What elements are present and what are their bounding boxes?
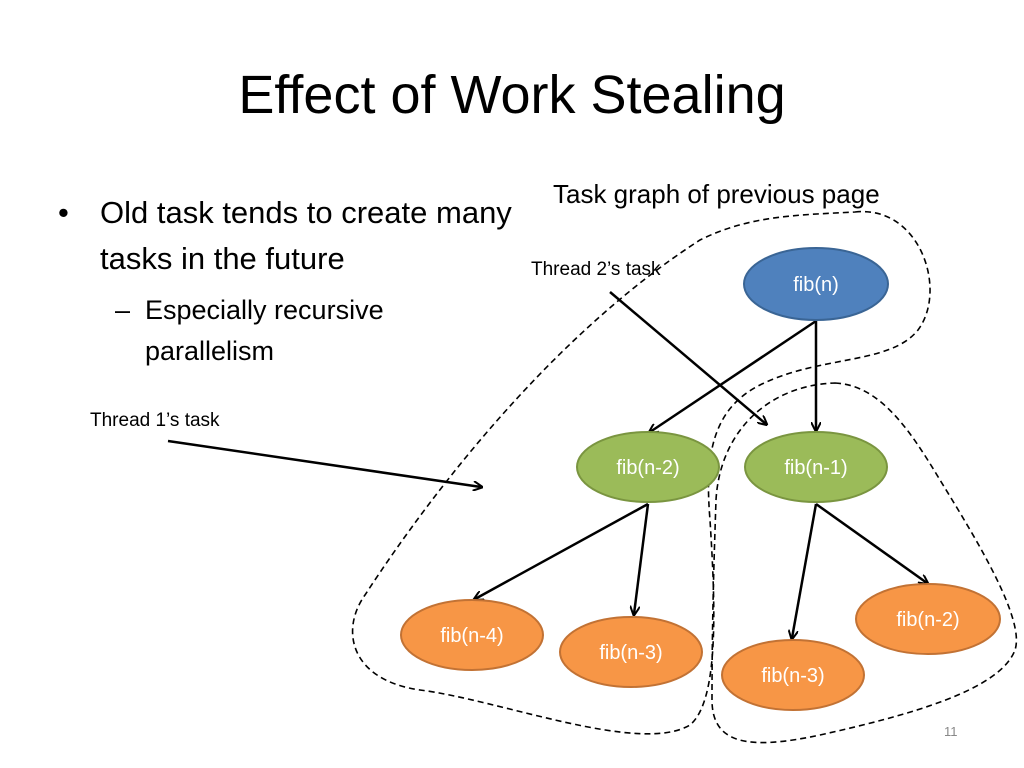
edge-fib-n-1-to-fib-n-3 [792, 503, 818, 638]
node-fib-n-3-right-shape [721, 639, 865, 711]
node-fib-n-2-label: fib(n-2) [616, 457, 679, 479]
node-fib-n-2-right-shape [855, 583, 1001, 655]
node-fib-n-label: fib(n) [793, 274, 839, 296]
thread1-region [351, 210, 931, 735]
task-graph-title: Task graph of previous page [553, 179, 880, 209]
node-fib-n-2-right-label: fib(n-2) [896, 609, 959, 631]
sub-bullet-text: Especially recursive parallelism [145, 295, 384, 366]
edge-fib-n-1-to-fib-n-2 [815, 502, 927, 583]
node-fib-n-3-left: fib(n-3) [559, 616, 703, 688]
page-number: 11 [944, 724, 958, 739]
node-fib-n-2-shape [576, 431, 720, 503]
sub-bullet-marker: – [115, 295, 131, 325]
edge-fib-n-2-to-fib-n-4 [475, 502, 649, 599]
node-fib-n-shape [743, 247, 889, 321]
node-fib-n-2-right: fib(n-2) [855, 583, 1001, 655]
thread2-label: Thread 2’s task [531, 259, 661, 280]
thread1-label: Thread 1’s task [90, 410, 220, 431]
slide-title: Effect of Work Stealing [238, 65, 786, 125]
node-fib-n-1-shape [744, 431, 888, 503]
node-fib-n-2: fib(n-2) [576, 431, 720, 503]
node-fib-n: fib(n) [743, 247, 889, 321]
main-bullet-text: Old task tends to create many tasks in t… [100, 195, 512, 276]
node-fib-n-1-label: fib(n-1) [784, 457, 847, 479]
node-fib-n-4-shape [400, 599, 544, 671]
sub-bullet: – Especially recursive parallelism [115, 290, 475, 372]
thread2-region [711, 382, 1018, 744]
node-fib-n-3-right: fib(n-3) [721, 639, 865, 711]
node-fib-n-3-left-shape [559, 616, 703, 688]
node-fib-n-4-label: fib(n-4) [440, 625, 503, 647]
thread2-pointer-arrow [609, 291, 766, 424]
node-fib-n-4: fib(n-4) [400, 599, 544, 671]
node-fib-n-1: fib(n-1) [744, 431, 888, 503]
node-fib-n-3-right-label: fib(n-3) [761, 665, 824, 687]
thread1-pointer-arrow [167, 439, 481, 487]
bullet-marker: • [58, 195, 69, 230]
edge-root-to-fib-n-2 [650, 319, 817, 432]
main-bullet: • Old task tends to create many tasks in… [58, 190, 512, 282]
node-fib-n-3-left-label: fib(n-3) [599, 642, 662, 664]
edge-fib-n-2-to-fib-n-3 [634, 503, 650, 614]
